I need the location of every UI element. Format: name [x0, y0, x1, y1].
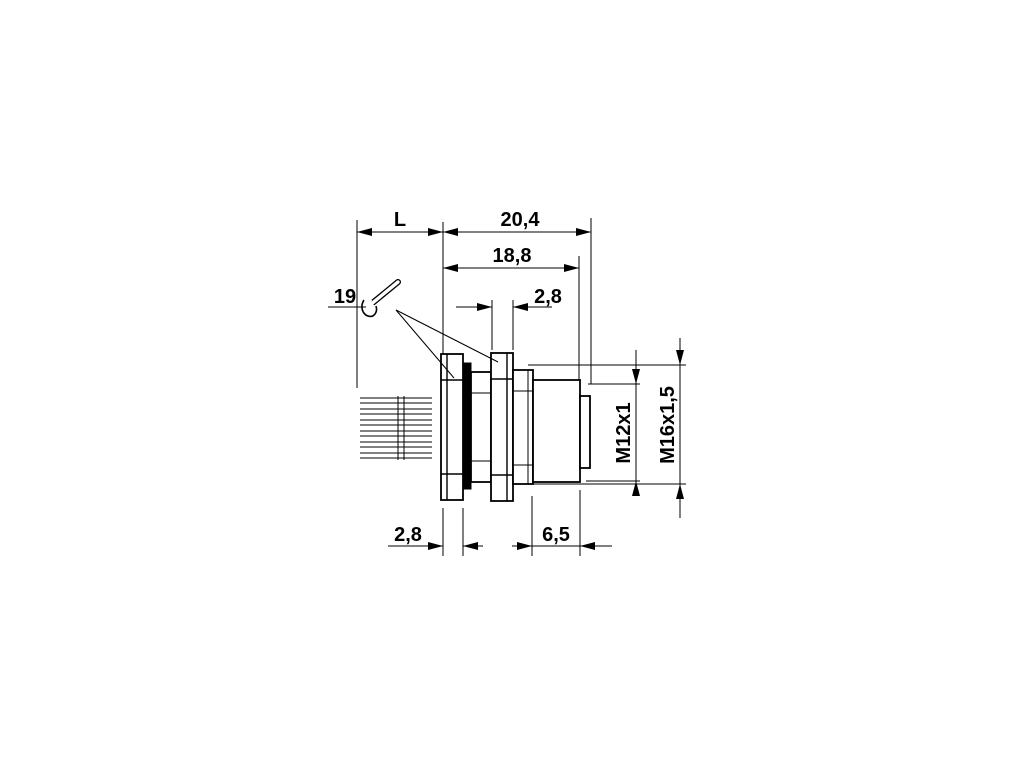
- housing-body: [470, 371, 492, 483]
- dimension-overall-length: 20,4: [443, 209, 591, 236]
- dimension-thread-length: 6,5: [512, 524, 612, 550]
- dimension-overall-length-label: 20,4: [501, 209, 541, 231]
- dimension-L: L: [357, 209, 443, 236]
- seal-ring: [462, 362, 472, 490]
- dimension-thread-m16: M16x1,5: [657, 338, 684, 518]
- connector-drawing: [360, 309, 591, 502]
- dimension-nut-width: 2,8: [456, 286, 562, 311]
- wrench-icon: [361, 279, 401, 318]
- dimension-wrench-size-label: 19: [334, 286, 356, 308]
- dimension-panel-thickness-label: 2,8: [394, 524, 422, 546]
- dimension-thread-m12-label: M12x1: [613, 402, 635, 463]
- dimension-wrench-size: 19: [328, 286, 366, 308]
- dimension-thread-m12: M12x1: [613, 350, 640, 496]
- dimension-thread-length-label: 6,5: [542, 524, 570, 546]
- socket-front: [532, 379, 591, 483]
- wire-strands: [360, 396, 432, 460]
- dimension-body-length-label: 18,8: [493, 245, 532, 267]
- dimension-panel-thickness: 2,8: [388, 524, 483, 550]
- extension-lines: [356, 218, 686, 556]
- thread-section: [512, 369, 534, 485]
- right-hex-nut: [490, 352, 514, 502]
- dimension-body-length: 18,8: [443, 245, 579, 272]
- dimension-nut-width-label: 2,8: [534, 286, 562, 308]
- dimension-L-label: L: [394, 209, 406, 231]
- dimension-thread-m16-label: M16x1,5: [657, 386, 679, 464]
